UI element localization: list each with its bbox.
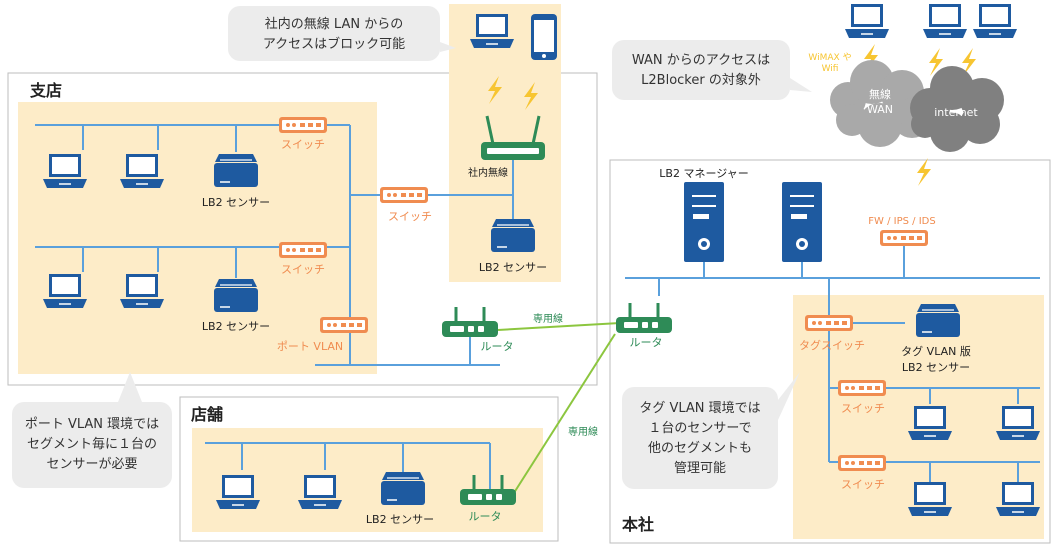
wireless-sensor	[490, 218, 536, 253]
label-wimax-1: WiMAX や	[808, 52, 851, 63]
store-lan-lines	[205, 442, 491, 495]
label-wireless-wan-2: WAN	[867, 103, 893, 116]
label-leased-line-1: 専用線	[533, 312, 563, 325]
bubble-port-vlan: ポート VLAN 環境では セグメント毎に１台の センサーが必要	[12, 372, 172, 488]
label-wimax-2: Wifi	[822, 64, 839, 74]
label-hq-router: ルータ	[630, 336, 663, 349]
label-branch-switch-center: スイッチ	[388, 210, 432, 223]
hq-laptop-4	[995, 481, 1041, 517]
label-hq-switch-1: スイッチ	[841, 402, 885, 415]
label-branch-switch-2: スイッチ	[281, 263, 325, 276]
lb2-manager-server-2	[781, 181, 823, 263]
hq-tag-vlan-sensor	[915, 303, 961, 338]
lb2-manager-server-1	[683, 181, 725, 263]
branch-port-vlan-switch	[320, 317, 368, 333]
leased-lines	[497, 322, 621, 497]
label-branch-switch-1: スイッチ	[281, 138, 325, 151]
hq-fw-switch	[880, 230, 928, 246]
bubble-tag-vlan-line4: 管理可能	[674, 461, 726, 476]
branch-laptop-3	[42, 273, 88, 309]
bubble-tag-vlan: タグ VLAN 環境では １台のセンサーで 他のセグメントも 管理可能	[622, 372, 800, 489]
label-internal-wireless: 社内無線	[468, 166, 508, 179]
bubble-wireless-block: 社内の無線 LAN からの アクセスはブロック可能	[228, 6, 456, 61]
hq-laptop-2	[995, 405, 1041, 441]
bubble-port-vlan-line1: ポート VLAN 環境では	[25, 417, 159, 432]
label-hq-switch-2: スイッチ	[841, 478, 885, 491]
branch-switch-center	[380, 187, 428, 203]
branch-title: 支店	[29, 81, 62, 100]
label-port-vlan: ポート VLAN	[277, 340, 343, 353]
store-sensor	[380, 471, 426, 506]
bubble-port-vlan-line2: セグメント毎に１台の	[27, 436, 157, 452]
hq-laptop-1	[907, 405, 953, 441]
hq-title: 本社	[622, 515, 654, 534]
label-store-router: ルータ	[469, 510, 502, 523]
branch-sensor-2	[213, 278, 259, 313]
branch-laptop-2	[119, 153, 165, 189]
label-branch-sensor-1: LB2 センサー	[202, 196, 270, 209]
branch-laptop-4	[119, 273, 165, 309]
smartphone	[531, 14, 557, 60]
bubble-wan-exempt-line2: L2Blocker の対象外	[641, 73, 761, 88]
label-wireless-sensor: LB2 センサー	[479, 261, 547, 274]
hq-laptop-3	[907, 481, 953, 517]
mobile-laptop	[469, 13, 515, 49]
label-internet: internet	[934, 106, 978, 119]
hq-tag-switch	[805, 315, 853, 331]
store-laptop-2	[297, 474, 343, 510]
label-wireless-wan-1: 無線	[869, 87, 891, 101]
bubble-tag-vlan-line3: 他のセグメントも	[648, 441, 752, 456]
label-lb2-manager: LB2 マネージャー	[659, 167, 748, 180]
hq-switch-2	[838, 455, 886, 471]
branch-sensor-1	[213, 153, 259, 188]
label-branch-sensor-2: LB2 センサー	[202, 320, 270, 333]
branch-lan-lines	[35, 124, 514, 366]
branch-laptop-1	[42, 153, 88, 189]
hq-switch-1	[838, 380, 886, 396]
store-title: 店舗	[191, 405, 223, 424]
bubble-port-vlan-line3: センサーが必要	[46, 457, 137, 472]
store-laptop-1	[215, 474, 261, 510]
label-tag-switch: タグスイッチ	[799, 338, 865, 352]
label-tag-vlan-sensor-2: LB2 センサー	[902, 361, 970, 374]
bubble-tag-vlan-line2: １台のセンサーで	[648, 421, 751, 436]
wan-laptop-3	[972, 3, 1018, 39]
bubble-wan-exempt-line1: WAN からのアクセスは	[632, 53, 770, 68]
internet-cloud	[910, 66, 1004, 152]
branch-switch-1	[279, 117, 327, 133]
label-store-sensor: LB2 センサー	[366, 513, 434, 526]
bubble-wireless-block-line1: 社内の無線 LAN からの	[265, 16, 403, 32]
label-leased-line-2: 専用線	[568, 425, 598, 438]
bubble-tag-vlan-line1: タグ VLAN 環境では	[639, 401, 760, 416]
wan-laptop-2	[922, 3, 968, 39]
label-fw-ips-ids: FW / IPS / IDS	[868, 216, 935, 227]
branch-segment-bg	[18, 102, 377, 374]
wan-laptop-1	[844, 3, 890, 39]
branch-switch-2	[279, 242, 327, 258]
label-tag-vlan-sensor-1: タグ VLAN 版	[901, 344, 971, 358]
bubble-wireless-block-line2: アクセスはブロック可能	[263, 36, 405, 52]
bubble-wan-exempt: WAN からのアクセスは L2Blocker の対象外	[612, 40, 812, 100]
label-branch-router: ルータ	[481, 340, 514, 353]
